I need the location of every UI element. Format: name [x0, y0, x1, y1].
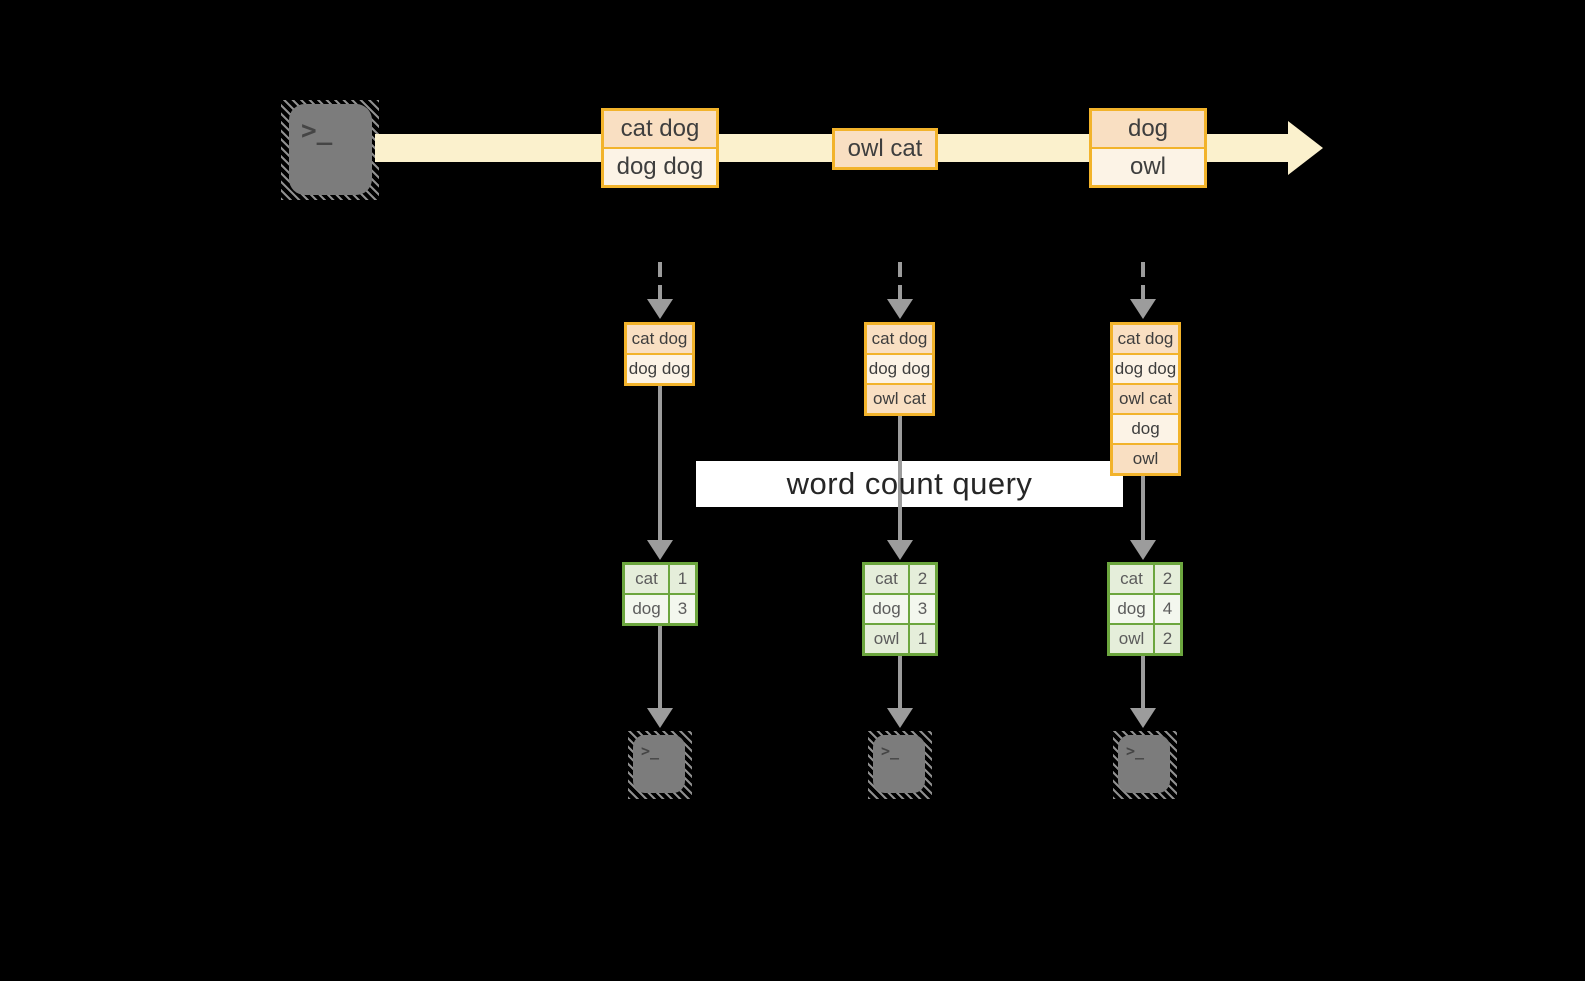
buffer-row: cat dog	[1113, 325, 1178, 353]
word-count-table: cat 2 dog 4 owl 2	[1107, 562, 1183, 656]
buffer-row: dog dog	[867, 355, 932, 383]
flow-arrow	[898, 416, 902, 540]
sink-terminal-icon: >_	[633, 735, 685, 793]
query-banner	[696, 461, 1123, 507]
message-row: owl cat	[835, 131, 935, 167]
buffer-row: dog dog	[1113, 355, 1178, 383]
message-row: owl	[1092, 149, 1204, 185]
table-count-cell: 4	[1155, 595, 1180, 623]
dashed-flow-arrow	[658, 262, 662, 300]
stream-arrow-head-icon	[1288, 121, 1323, 175]
terminal-prompt-glyph: >_	[301, 116, 333, 146]
flow-arrow	[658, 386, 662, 540]
stream-message-box: dog owl	[1089, 108, 1207, 188]
table-word-cell: cat	[625, 565, 668, 593]
word-count-table: cat 1 dog 3	[622, 562, 698, 626]
table-count-cell: 3	[910, 595, 935, 623]
buffer-row: dog	[1113, 415, 1178, 443]
arrowhead-icon	[647, 540, 673, 560]
buffer-row: owl cat	[867, 385, 932, 413]
dashed-flow-arrow	[1141, 262, 1145, 300]
table-word-cell: cat	[865, 565, 908, 593]
buffer-row: owl cat	[1113, 385, 1178, 413]
message-row: dog	[1092, 111, 1204, 147]
terminal-prompt-glyph: >_	[641, 742, 660, 760]
flow-arrow	[658, 626, 662, 708]
arrowhead-icon	[887, 708, 913, 728]
flow-arrow	[1141, 656, 1145, 708]
word-count-table: cat 2 dog 3 owl 1	[862, 562, 938, 656]
table-word-cell: dog	[625, 595, 668, 623]
table-word-cell: dog	[1110, 595, 1153, 623]
buffer-row: owl	[1113, 445, 1178, 473]
table-count-cell: 1	[910, 625, 935, 653]
arrowhead-icon	[647, 708, 673, 728]
stream-message-box: cat dog dog dog	[601, 108, 719, 188]
table-word-cell: owl	[1110, 625, 1153, 653]
table-word-cell: owl	[865, 625, 908, 653]
buffer-box: cat dog dog dog	[624, 322, 695, 386]
table-count-cell: 2	[1155, 565, 1180, 593]
terminal-prompt-glyph: >_	[881, 742, 900, 760]
dashed-flow-arrow	[898, 262, 902, 300]
arrowhead-icon	[647, 299, 673, 319]
buffer-row: cat dog	[867, 325, 932, 353]
table-count-cell: 3	[670, 595, 695, 623]
table-count-cell: 2	[910, 565, 935, 593]
source-terminal-icon: >_	[289, 104, 372, 195]
arrowhead-icon	[1130, 708, 1156, 728]
query-label: word count query	[786, 466, 1033, 501]
buffer-row: dog dog	[627, 355, 692, 383]
arrowhead-icon	[887, 540, 913, 560]
arrowhead-icon	[1130, 540, 1156, 560]
sink-terminal-icon: >_	[1118, 735, 1170, 793]
message-row: dog dog	[604, 149, 716, 185]
table-count-cell: 2	[1155, 625, 1180, 653]
table-word-cell: dog	[865, 595, 908, 623]
flow-arrow	[1141, 476, 1145, 540]
buffer-box: cat dog dog dog owl cat dog owl	[1110, 322, 1181, 476]
flow-arrow	[898, 656, 902, 708]
stream-message-box: owl cat	[832, 128, 938, 170]
table-word-cell: cat	[1110, 565, 1153, 593]
arrowhead-icon	[887, 299, 913, 319]
buffer-row: cat dog	[627, 325, 692, 353]
terminal-prompt-glyph: >_	[1126, 742, 1145, 760]
message-row: cat dog	[604, 111, 716, 147]
sink-terminal-icon: >_	[873, 735, 925, 793]
table-count-cell: 1	[670, 565, 695, 593]
arrowhead-icon	[1130, 299, 1156, 319]
buffer-box: cat dog dog dog owl cat	[864, 322, 935, 416]
